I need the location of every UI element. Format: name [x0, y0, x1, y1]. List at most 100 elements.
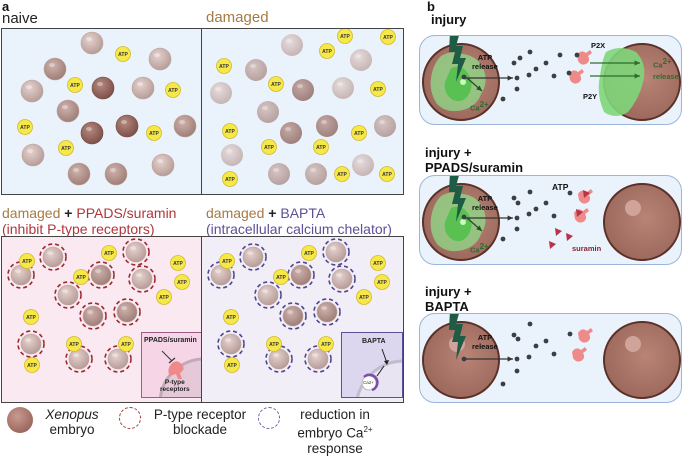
atp-label: ATP — [382, 172, 392, 178]
embryo — [280, 122, 302, 144]
ppads-inset-title: PPADS/suramin — [144, 337, 197, 344]
atp-label: ATP — [377, 280, 387, 286]
embryo-highlight — [295, 269, 301, 273]
bapta-title-damaged: damaged — [206, 205, 265, 221]
legend-blockade-text: P-type receptor blockade — [152, 407, 248, 437]
embryo-body — [290, 264, 312, 286]
receptor-blockade-ring — [287, 261, 315, 289]
embryo-body — [280, 122, 302, 144]
bapta-title: damaged + BAPTA — [206, 205, 325, 221]
atp-molecule: ATP — [351, 125, 367, 141]
embryo-body — [281, 34, 303, 56]
atp-molecule: ATP — [266, 336, 282, 352]
b2-ca-text: Ca — [470, 245, 480, 255]
atp-label: ATP — [159, 295, 169, 301]
embryo-body — [82, 305, 104, 327]
embryo-cell — [603, 321, 681, 399]
legend-embryo-text: Xenopus embryo — [42, 407, 102, 437]
ppads-inset-label-1: P-type — [164, 379, 185, 386]
p-type-receptor-icon — [569, 69, 584, 84]
embryo-body — [282, 305, 304, 327]
embryo-highlight — [297, 84, 303, 88]
suramin-molecule — [576, 209, 583, 217]
embryo-body — [221, 144, 243, 166]
bapta-b-scene — [422, 314, 681, 399]
ppads-title-damaged: damaged — [2, 205, 61, 221]
atp-circle — [318, 336, 334, 352]
atp-particle — [514, 356, 520, 362]
atp-molecule: ATP — [174, 274, 190, 290]
atp-molecule: ATP — [170, 255, 186, 271]
embryo-highlight — [379, 120, 385, 124]
p-type-receptor-icon — [168, 361, 184, 379]
atp-circle — [273, 269, 289, 285]
atp-label: ATP — [383, 35, 393, 41]
atp-label: ATP — [373, 261, 383, 267]
atp-particle — [567, 190, 573, 196]
legend-reduction-line3: response — [307, 440, 363, 456]
embryo-highlight — [136, 273, 142, 277]
atp-circle — [224, 357, 240, 373]
p-type-receptor-icon — [572, 347, 587, 362]
atp-label: ATP — [271, 82, 281, 88]
b1-ca-sup: 2+ — [479, 100, 489, 109]
atp-molecule: ATP — [17, 119, 33, 135]
embryo-body — [131, 268, 153, 290]
embryo-body — [307, 348, 329, 370]
arrow-head — [507, 356, 513, 362]
receptor-blockade-ring — [113, 298, 141, 326]
embryo-body — [116, 301, 138, 323]
atp-molecule: ATP — [58, 140, 74, 156]
embryo — [67, 162, 91, 186]
atp-molecule: ATP — [374, 274, 390, 290]
embryo-highlight — [312, 353, 318, 357]
atp-circle — [19, 253, 35, 269]
atp-particle — [514, 215, 520, 221]
atp-molecule: ATP — [261, 139, 277, 155]
atp-circle — [146, 125, 162, 141]
suramin-molecule — [566, 233, 573, 241]
embryo-highlight — [330, 246, 336, 250]
ppads-b-title: injury + PPADS/suramin — [425, 145, 523, 175]
embryo-highlight — [355, 54, 361, 58]
atp-particle — [461, 214, 467, 220]
embryo-highlight — [273, 168, 279, 172]
atp-label: ATP — [269, 342, 279, 348]
embryo-body — [107, 348, 129, 370]
atp-label: ATP — [322, 49, 332, 55]
atp-circle — [67, 77, 83, 93]
atp-particle — [533, 206, 539, 212]
embryo-body — [125, 241, 147, 263]
embryo — [279, 302, 307, 330]
atp-molecule: ATP — [380, 29, 396, 45]
atp-particle — [517, 55, 523, 61]
embryo — [265, 345, 293, 373]
embryo-highlight — [25, 338, 31, 342]
embryo-highlight — [179, 120, 185, 124]
atp-label: ATP — [222, 259, 232, 265]
embryo — [305, 163, 327, 185]
embryo-highlight — [285, 127, 291, 131]
arrow-head — [507, 215, 513, 221]
atp-circle — [115, 46, 131, 62]
embryo-cell — [603, 183, 681, 261]
atp-circle — [118, 336, 134, 352]
embryo-body — [352, 154, 374, 176]
receptor-blockade-ring — [207, 261, 235, 289]
atp-circle — [261, 139, 277, 155]
embryo — [113, 298, 141, 326]
b1-atp-release-line2: release — [472, 62, 498, 71]
atp-molecule: ATP — [19, 253, 35, 269]
embryo — [122, 238, 150, 266]
atp-label: ATP — [22, 259, 32, 265]
embryo — [79, 302, 107, 330]
atp-label: ATP — [304, 251, 314, 257]
suramin-molecule — [583, 190, 590, 198]
atp-circle — [23, 309, 39, 325]
b3-atp-release-line1: ATP — [477, 333, 493, 342]
receptor-blockade-ring — [79, 302, 107, 330]
atp-molecule: ATP — [24, 357, 40, 373]
lightning-injury-icon — [449, 36, 466, 82]
atp-molecule: ATP — [319, 43, 335, 59]
